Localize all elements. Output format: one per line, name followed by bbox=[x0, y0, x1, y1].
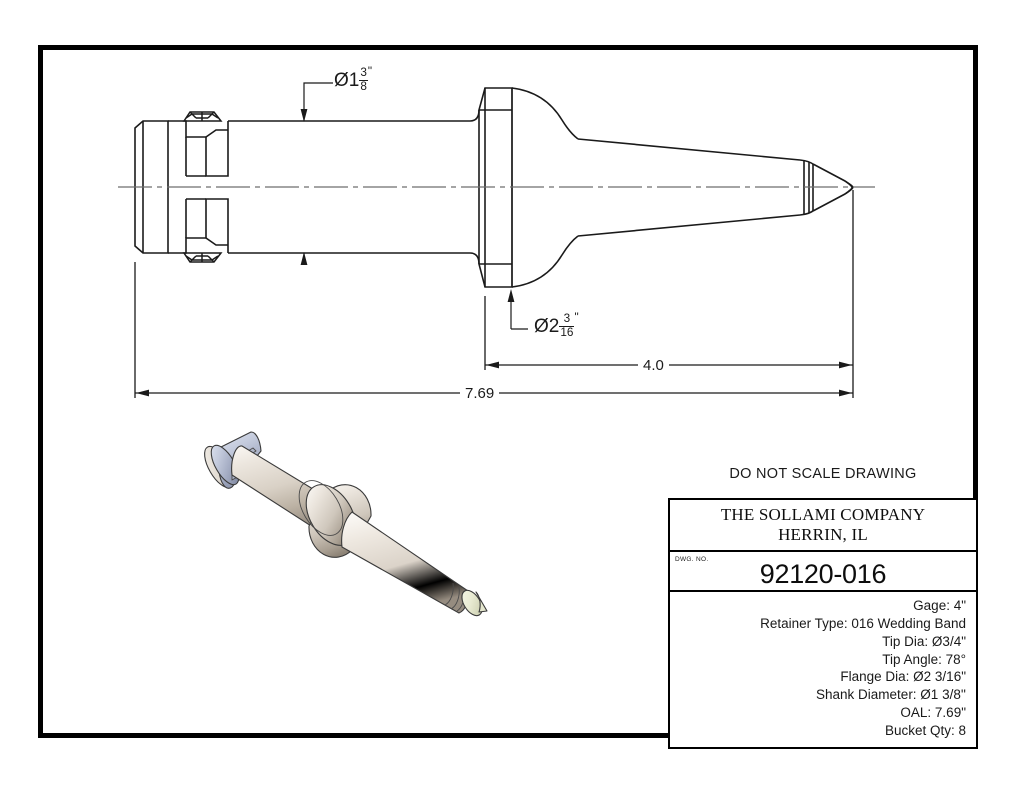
company-name-row: THE SOLLAMI COMPANY HERRIN, IL bbox=[670, 500, 976, 553]
diameter-symbol-flange: Ø bbox=[534, 316, 549, 338]
shank-dia-unit: " bbox=[367, 65, 373, 79]
shank-dia-numerator: 3 bbox=[360, 66, 367, 80]
spec-oal: OAL: 7.69" bbox=[900, 704, 966, 720]
model-tip-nose bbox=[475, 591, 488, 613]
specifications-row: Gage: 4" Retainer Type: 016 Wedding Band… bbox=[670, 592, 976, 747]
spec-flange-dia: Flange Dia: Ø2 3/16" bbox=[840, 669, 966, 685]
spec-tip-dia: Tip Dia: Ø3/4" bbox=[882, 633, 966, 649]
dwg-no-label: DWG. NO. bbox=[675, 556, 709, 564]
fraction-bar bbox=[559, 325, 575, 327]
isometric-model-svg bbox=[204, 431, 488, 617]
flange-dia-whole: 2 bbox=[548, 316, 560, 338]
spec-tip-angle: Tip Angle: 78° bbox=[882, 651, 966, 667]
spec-bucket-qty: Bucket Qty: 8 bbox=[884, 722, 966, 738]
isometric-model-view bbox=[185, 415, 525, 645]
shank-dia-whole: 1 bbox=[348, 70, 360, 92]
flange-dia-denominator: 16 bbox=[560, 325, 574, 339]
model-cone-body bbox=[341, 511, 469, 614]
spec-retainer-type: Retainer Type: 016 Wedding Band bbox=[760, 615, 966, 631]
spec-gage: Gage: 4" bbox=[913, 598, 966, 614]
model-carbide-tip bbox=[461, 589, 483, 617]
length-4-label: 4.0 bbox=[638, 357, 669, 374]
dwg-number: 92120-016 bbox=[759, 559, 887, 590]
flange-dia-unit: " bbox=[574, 311, 579, 325]
spec-shank-diameter: Shank Diameter: Ø1 3/8'' bbox=[816, 687, 966, 703]
model-flange-rear-ring bbox=[298, 480, 344, 536]
fraction-bar bbox=[359, 79, 368, 81]
drawing-number-row: DWG. NO. 92120-016 bbox=[670, 552, 976, 593]
title-block: THE SOLLAMI COMPANY HERRIN, IL DWG. NO. … bbox=[668, 498, 978, 749]
company-location: HERRIN, IL bbox=[778, 524, 868, 544]
flange-dia-numerator: 3 bbox=[563, 312, 571, 326]
do-not-scale-note: DO NOT SCALE DRAWING bbox=[729, 466, 917, 482]
shank-dia-denominator: 8 bbox=[360, 79, 367, 93]
company-name: THE SOLLAMI COMPANY bbox=[720, 505, 926, 524]
diameter-symbol-shank: Ø bbox=[334, 70, 349, 92]
length-overall-label: 7.69 bbox=[460, 385, 500, 402]
